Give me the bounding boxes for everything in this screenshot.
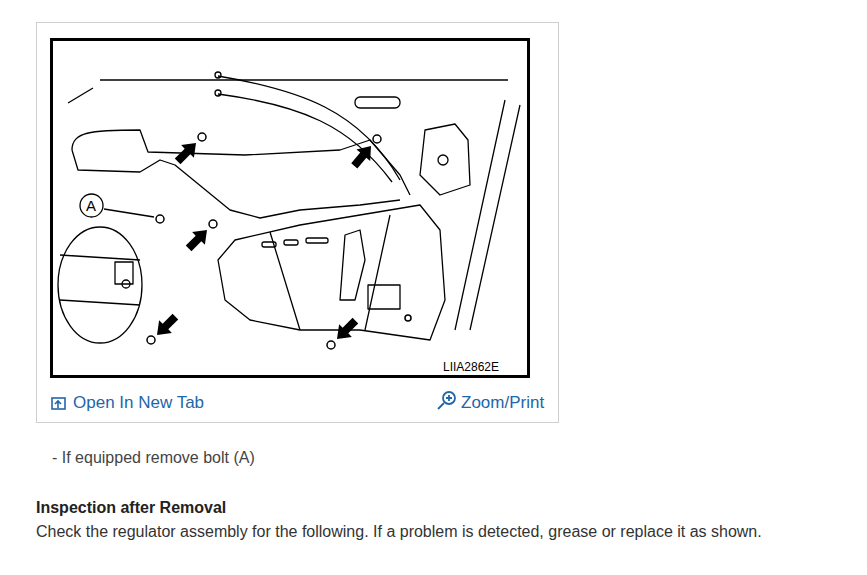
icon-frame — [52, 398, 65, 409]
bolt — [373, 135, 381, 143]
circle-outline — [80, 194, 103, 217]
step-note: - If equipped remove bolt (A) — [52, 448, 255, 467]
figure-panel — [37, 23, 559, 423]
pointer-arrow — [171, 137, 202, 168]
pointer-arrow — [331, 314, 362, 345]
door-panel — [72, 130, 410, 195]
pointer-arrow — [182, 224, 213, 255]
slot — [284, 240, 298, 245]
bolt — [147, 336, 155, 344]
figure-code: LIIA2862E — [441, 360, 501, 374]
regulator-bracket — [340, 230, 365, 300]
figure-frame — [52, 40, 529, 377]
detail-view — [58, 227, 142, 343]
leader-line — [104, 209, 154, 217]
callout-circle: A — [79, 193, 104, 218]
link-text: Zoom/Print — [461, 393, 544, 413]
cable-end — [215, 72, 221, 78]
door-module — [218, 205, 445, 340]
detail-lines — [60, 255, 140, 305]
door-edge — [68, 88, 93, 103]
pointer-arrows — [151, 137, 378, 346]
bolt — [405, 315, 411, 321]
door-edge — [455, 100, 520, 330]
bolt — [327, 341, 335, 349]
icon-arrow — [55, 401, 61, 408]
bracket-hole — [438, 155, 448, 165]
zoom-icon — [438, 392, 455, 409]
door-slot — [355, 97, 400, 108]
pointer-arrow — [347, 140, 378, 171]
cable — [218, 94, 392, 182]
bolt-holes — [147, 133, 411, 349]
icon-handle — [438, 395, 452, 409]
open-tab-icon — [52, 398, 65, 409]
door-panel — [72, 150, 400, 218]
bolt — [156, 215, 164, 223]
pointer-arrow — [151, 310, 182, 341]
door-drawing — [58, 72, 520, 343]
bracket — [420, 124, 470, 195]
detail-bolt — [122, 280, 130, 288]
link-text: Open In New Tab — [73, 393, 204, 413]
slot — [306, 238, 328, 243]
cable-end — [215, 90, 221, 96]
section-heading: Inspection after Removal — [36, 498, 226, 517]
window-edge — [100, 79, 508, 80]
regulator-rail — [270, 215, 390, 330]
callout-letter: A — [79, 193, 104, 213]
cable — [218, 76, 400, 180]
regulator-motor — [368, 285, 400, 309]
body-text: Check the regulator assembly for the fol… — [36, 522, 762, 541]
bolt — [198, 133, 206, 141]
bolt — [209, 220, 217, 228]
